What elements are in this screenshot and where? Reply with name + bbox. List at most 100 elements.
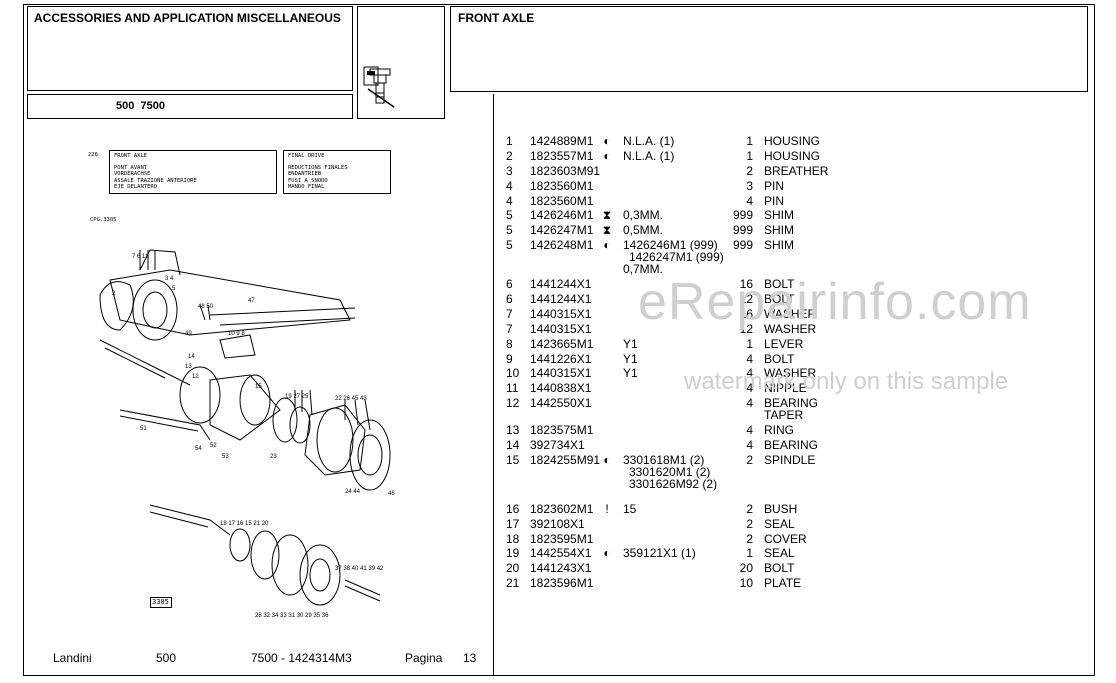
part-number: 1424889M1	[530, 134, 594, 148]
part-index: 6	[506, 277, 513, 292]
part-symbol: ⧗	[602, 208, 612, 223]
part-symbol: ◐	[603, 238, 611, 253]
footer-page-label: Pagina	[405, 651, 443, 665]
part-quantity: 2	[746, 531, 753, 546]
callout: 3 4	[165, 276, 174, 282]
part-note-continued: 3301626M92 (2)	[629, 476, 718, 491]
final-drive-box: FINAL DRIVE REDUCTIONS FINALES ENDANTRIE…	[283, 150, 391, 194]
part-index: 7	[506, 306, 513, 321]
callout: 51	[140, 426, 147, 432]
catalog-page	[23, 4, 1095, 676]
part-symbol: ◐	[603, 546, 611, 561]
callout: 24 44	[345, 489, 361, 495]
part-index: 5	[506, 208, 513, 223]
diagram-box-code: 3305	[150, 597, 172, 608]
callout: 37 38 40 41 39 42	[335, 566, 384, 572]
part-number: 1823602M1	[530, 501, 594, 516]
exploded-view-drawing: 7 6 11 2 3 4 5 48 50 47 10 9 8 49 14 13 …	[99, 249, 395, 619]
part-index: 21	[506, 576, 520, 591]
part-quantity: 2	[746, 452, 753, 467]
part-description: RING	[764, 423, 794, 438]
footer-brand: Landini	[53, 651, 92, 665]
part-note: Y1	[623, 366, 638, 381]
part-description: BOLT	[764, 277, 795, 292]
group-title-box: FRONT AXLE	[450, 6, 1088, 92]
part-number: 1442554X1	[530, 546, 592, 561]
part-index: 8	[506, 336, 513, 351]
part-description: SHIM	[764, 238, 794, 253]
part-index: 20	[506, 561, 520, 576]
part-description: BOLT	[764, 292, 795, 307]
footer-code: 7500 - 1424314M3	[251, 651, 352, 665]
callout: 15	[255, 384, 262, 390]
part-index: 12	[506, 396, 520, 411]
callout: 46	[388, 491, 395, 497]
part-quantity: 999	[732, 238, 753, 253]
part-symbol: !	[605, 501, 609, 516]
part-index: 4	[506, 193, 513, 208]
part-note: N.L.A. (1)	[623, 148, 675, 163]
callout: 5	[172, 286, 176, 292]
diagram-title-line: ASSALE TRAZIONE ANTERIORE	[114, 177, 197, 184]
part-description: WASHER	[764, 321, 817, 336]
part-quantity: 16	[739, 277, 753, 292]
footer-page-number: 13	[463, 651, 477, 665]
part-quantity: 4	[746, 423, 753, 438]
part-note: 0,3MM.	[623, 208, 664, 223]
model-box: 500 7500	[27, 94, 353, 119]
model-label: 500 7500	[116, 100, 165, 112]
part-number: 1440315X1	[530, 366, 592, 381]
callout: 22 26 45 43	[335, 396, 367, 402]
callout: 19 27 25	[285, 394, 309, 400]
part-description: BREATHER	[764, 163, 829, 178]
part-number: 1423665M1	[530, 336, 594, 351]
part-note: Y1	[623, 351, 638, 366]
part-quantity: 4	[746, 381, 753, 396]
part-number: 1823560M1	[530, 178, 594, 193]
callout: 2	[112, 291, 116, 297]
part-number: 1823595M1	[530, 531, 594, 546]
part-description-continued: TAPER	[764, 408, 804, 423]
part-number: 1441244X1	[530, 277, 592, 292]
part-index: 16	[506, 501, 520, 516]
callout: 48 50	[198, 304, 214, 310]
callout: 23	[270, 454, 277, 460]
part-quantity: 1	[746, 336, 753, 351]
part-number: 392734X1	[530, 438, 585, 453]
part-number: 1823560M1	[530, 193, 594, 208]
part-description: COVER	[764, 531, 807, 546]
part-quantity: 16	[739, 306, 753, 321]
watermark-site: eRepairinfo.com	[638, 273, 1032, 331]
part-number: 1440315X1	[530, 321, 592, 336]
part-quantity: 4	[746, 366, 753, 381]
part-number: 1823603M91	[530, 163, 601, 178]
part-description: BEARING	[764, 396, 819, 411]
part-description: BUSH	[764, 501, 798, 516]
callout: 28 32 34 33 31 30 29 35 36	[255, 613, 329, 619]
part-index: 7	[506, 321, 513, 336]
part-number: 1824255M91	[530, 452, 601, 467]
part-symbol: ⧗	[602, 223, 612, 238]
diagram-box-code-text: 3305	[152, 598, 169, 606]
part-index: 5	[506, 238, 513, 253]
part-number: 1426247M1	[530, 223, 594, 238]
part-note: 3301618M1 (2)	[623, 452, 705, 467]
part-number: 1426248M1	[530, 238, 594, 253]
part-quantity: 1	[746, 546, 753, 561]
footer-series: 500	[156, 651, 177, 665]
part-number: 1441226X1	[530, 351, 592, 366]
final-drive-line: REDUCTIONS FINALES	[288, 164, 348, 171]
callout: 52	[210, 443, 217, 449]
